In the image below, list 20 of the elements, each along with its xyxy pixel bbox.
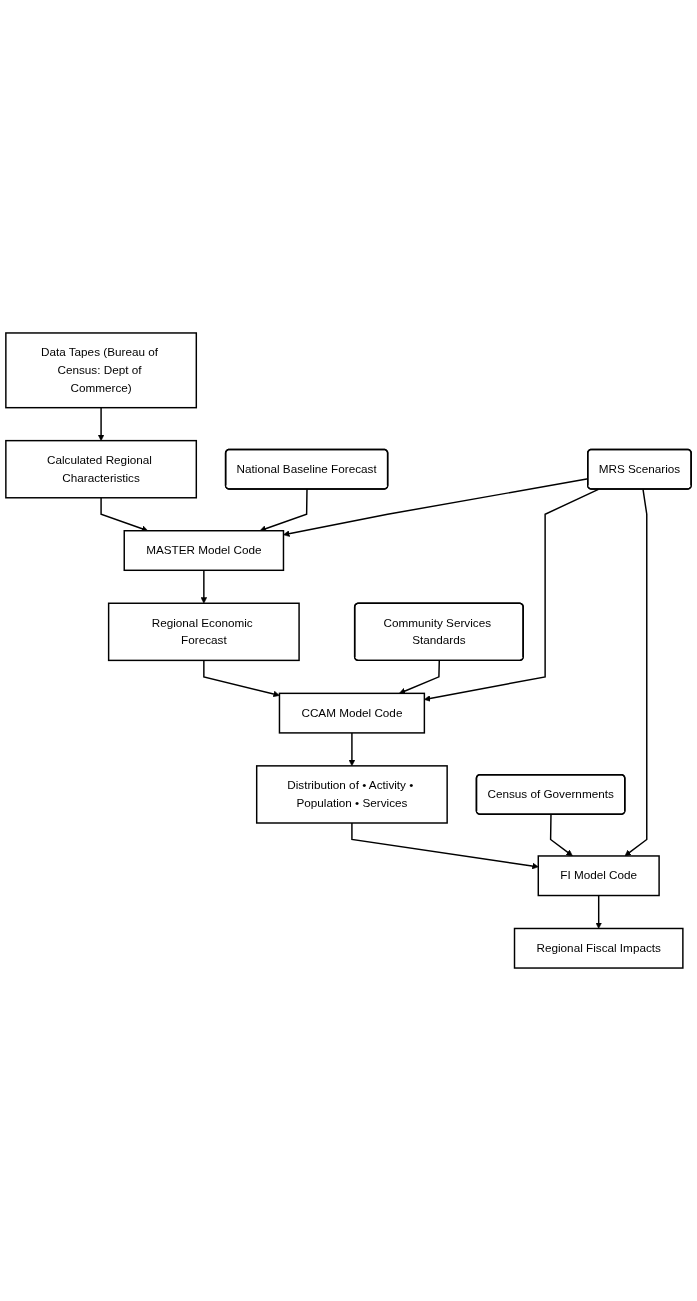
node-box: Distribution of • Activity • Population • Services [255, 765, 448, 824]
arrow [259, 488, 308, 532]
node-box: Regional Economic Forecast [107, 602, 300, 662]
arrow [424, 488, 600, 702]
arrow [624, 488, 648, 857]
arrow [348, 732, 356, 767]
arrow [399, 660, 440, 695]
arrow [595, 894, 602, 929]
arrow [97, 406, 105, 441]
node-box: Data Tapes (Bureau of Census: Dept of Commerce) [5, 332, 198, 409]
arrow [549, 813, 573, 857]
node-box: MASTER Model Code [123, 530, 285, 571]
node-box: FI Model Code [537, 855, 660, 897]
node-box: CCAM Model Code [278, 692, 426, 734]
arrow [200, 569, 208, 604]
node-box: Calculated Regional Characteristics [5, 439, 198, 499]
arrow [203, 659, 280, 698]
arrow [100, 497, 149, 532]
arrow [351, 822, 539, 870]
node-box: Regional Fiscal Impacts [513, 927, 684, 969]
